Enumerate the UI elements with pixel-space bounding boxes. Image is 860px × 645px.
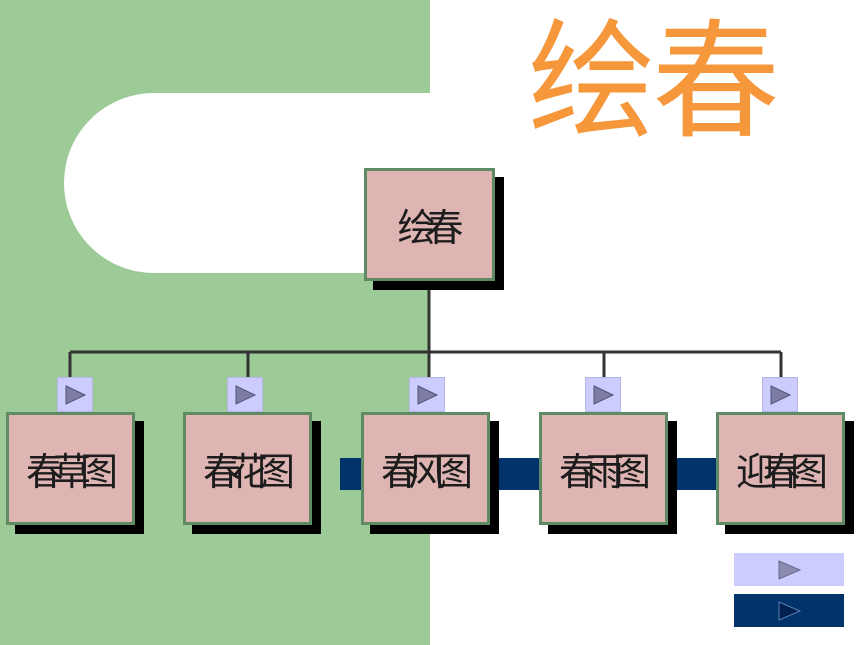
play-button[interactable] bbox=[734, 594, 844, 627]
play-triangle-icon bbox=[770, 384, 791, 405]
play-triangle-icon bbox=[65, 384, 86, 405]
diagram-child-node-1[interactable]: 春草图 bbox=[6, 412, 135, 525]
diagram-child-node-4[interactable]: 春雨图 bbox=[539, 412, 668, 525]
link-arrow-button-5[interactable] bbox=[762, 377, 798, 412]
play-triangle-icon bbox=[778, 559, 802, 580]
diagram-child-label: 春花图 bbox=[202, 450, 295, 494]
link-arrow-button-1[interactable] bbox=[57, 377, 93, 412]
play-triangle-icon bbox=[235, 384, 256, 405]
diagram-root-label: 绘春 bbox=[397, 206, 463, 250]
diagram-child-node-2[interactable]: 春花图 bbox=[183, 412, 312, 525]
play-triangle-icon bbox=[778, 600, 802, 621]
play-triangle-icon bbox=[417, 384, 438, 405]
play-triangle-icon bbox=[593, 384, 614, 405]
page-title: 绘春 bbox=[528, 8, 780, 157]
link-arrow-button-3[interactable] bbox=[409, 377, 445, 412]
diagram-child-label: 春风图 bbox=[380, 450, 473, 494]
link-arrow-button-4[interactable] bbox=[585, 377, 621, 412]
link-arrow-button-2[interactable] bbox=[227, 377, 263, 412]
diagram-child-label: 迎春图 bbox=[735, 450, 828, 494]
next-slide-button[interactable] bbox=[734, 553, 844, 586]
diagram-child-node-5[interactable]: 迎春图 bbox=[716, 412, 845, 525]
diagram-child-node-3[interactable]: 春风图 bbox=[361, 412, 490, 525]
diagram-child-label: 春雨图 bbox=[558, 450, 651, 494]
diagram-root-node[interactable]: 绘春 bbox=[364, 168, 495, 281]
diagram-child-label: 春草图 bbox=[25, 450, 118, 494]
